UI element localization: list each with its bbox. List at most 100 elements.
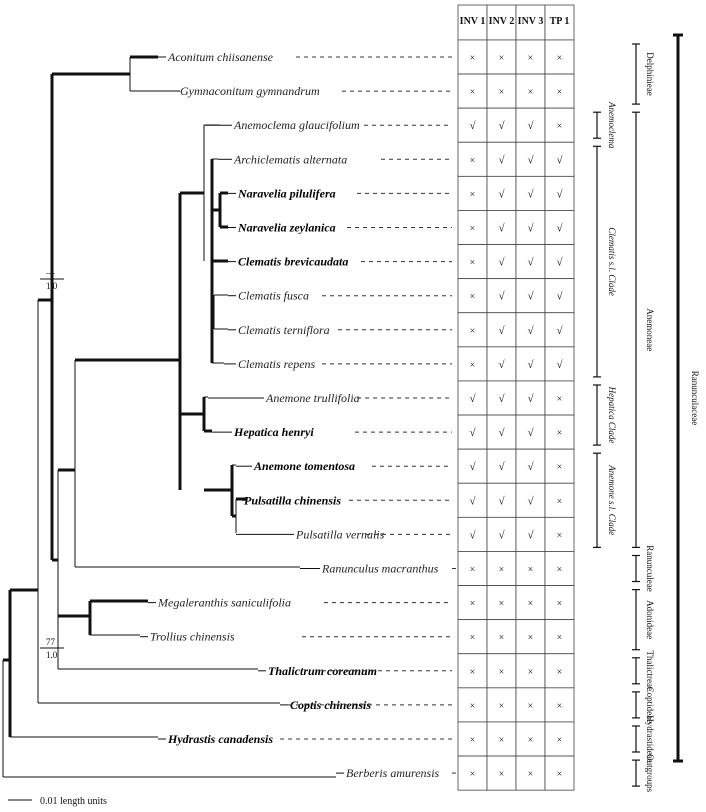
table-cell [515,551,546,586]
cross-mark: × [528,87,534,98]
cross-mark: × [528,565,534,576]
cross-mark: × [557,428,563,439]
check-mark: √ [527,120,534,132]
table-cell [457,755,488,791]
support-value-top: — [45,268,56,278]
taxon-label: Trollius chinensis [150,630,235,644]
table-header-label: INV 2 [489,16,515,27]
check-mark: √ [498,223,505,235]
check-mark: √ [527,154,534,166]
taxon-label: Clematis terniflora [238,323,330,337]
table-cell [486,687,517,723]
tribe-bracket-label: Anemoneae [645,308,655,351]
table-cell [486,755,517,791]
table-cell [457,346,488,382]
check-mark: √ [527,188,534,200]
check-mark: √ [556,291,563,303]
check-mark: √ [527,495,534,507]
table-cell [486,107,517,143]
cross-mark: × [557,667,563,678]
table-header-label: INV 1 [460,16,486,27]
family-bracket: Ranunculaceae [673,33,700,763]
taxon-label: Pulsatilla chinensis [244,493,341,507]
taxon-label: Anemone tomentosa [253,459,355,473]
check-mark: √ [498,359,505,371]
table-cell [457,653,488,689]
check-mark: √ [527,291,534,303]
table-cell [486,278,517,314]
table-cell [486,516,517,552]
support-values: — 1.0 77 1.0 [40,268,64,660]
table-cell [457,278,488,314]
table-cell [457,141,488,177]
table-cell [544,244,575,280]
cross-mark: × [499,53,505,64]
check-mark: √ [498,188,505,200]
cross-mark: × [528,53,534,64]
table-cell [486,210,517,245]
check-mark: √ [527,529,534,541]
table-cell [544,721,575,757]
taxon-label: Aconitum chiisanense [167,50,274,64]
cross-mark: × [470,667,476,678]
taxon-label: Ranunculus macranthus [321,562,439,576]
cross-mark: × [557,53,563,64]
table-cell [515,585,546,621]
cross-mark: × [528,701,534,712]
cross-mark: × [470,769,476,780]
taxon-label: Berberis amurensis [346,766,440,780]
cross-mark: × [528,633,534,644]
table-cell [515,755,546,791]
table-cell [515,414,546,450]
tribe-bracket-label: Adonideae [645,600,655,639]
table-cell [515,380,546,416]
table-cell [544,585,575,621]
cross-mark: × [499,565,505,576]
cross-mark: × [499,667,505,678]
clade-bracket-label: Anemoclema [607,101,617,149]
taxon-label: Clematis fusca [238,289,309,303]
support-value-bottom: 1.0 [46,650,58,660]
table-cell [515,687,546,723]
cross-mark: × [470,258,476,269]
check-mark: √ [498,325,505,337]
table-header-label: TP 1 [550,16,570,27]
cross-mark: × [499,87,505,98]
table-cell [486,585,517,621]
table-cell [515,244,546,280]
clade-bracket-label: Anemone s.l. Clade [607,464,617,535]
tribe-bracket-label: Hydrastideae [645,715,655,762]
check-mark: √ [469,495,476,507]
support-value-bottom: 1.0 [46,281,58,291]
cross-mark: × [470,53,476,64]
cross-mark: × [470,155,476,166]
table-cell [544,448,575,484]
tribe-bracket-label: Thalictreae [645,651,655,691]
table-cell [486,73,517,109]
cross-mark: × [470,701,476,712]
table-header-cell [486,4,517,41]
cross-mark: × [499,735,505,746]
cross-mark: × [470,735,476,746]
check-mark: √ [527,393,534,405]
cross-mark: × [557,735,563,746]
check-mark: √ [556,223,563,235]
check-mark: √ [469,529,476,541]
cross-mark: × [528,667,534,678]
taxon-label: Pulsatilla vernalis [295,527,385,541]
table-cell [544,175,575,211]
check-mark: √ [498,393,505,405]
check-mark: √ [498,461,505,473]
cross-mark: × [470,565,476,576]
cross-mark: × [470,599,476,610]
check-mark: √ [556,257,563,269]
taxon-label: Clematis repens [238,357,316,371]
table-cell [515,210,546,245]
family-bracket-label: Ranunculaceae [690,371,700,425]
table-cell [544,516,575,552]
clade-brackets: DelphinieaeAnemoclemaClematis s.l. Clade… [593,101,617,549]
table-cell [486,551,517,586]
support-value-top: 77 [46,637,56,647]
